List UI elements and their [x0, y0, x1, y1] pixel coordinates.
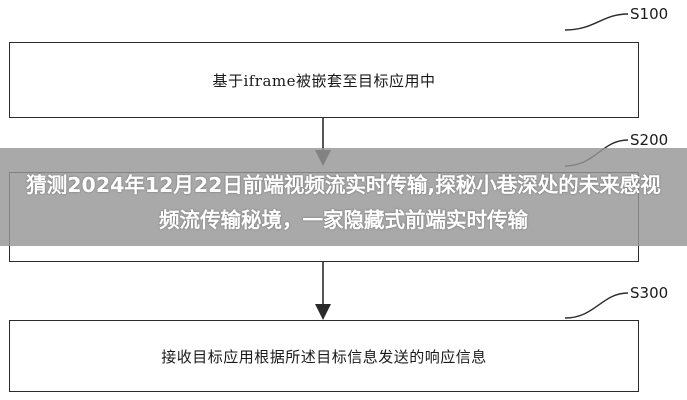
leader-line-s100 [564, 13, 629, 31]
step-text-s100: 基于iframe被嵌套至目标应用中 [212, 71, 436, 90]
overlay-title[interactable]: 猜测2024年12月22日前端视频流实时传输,探秘小巷深处的未来感视频流传输秘境… [26, 173, 661, 232]
step-box-s300: 接收目标应用根据所述目标信息发送的响应信息 [9, 320, 639, 392]
title-overlay-band [0, 148, 687, 246]
step-box-s100: 基于iframe被嵌套至目标应用中 [9, 42, 639, 118]
step-label-s200: S200 [630, 131, 669, 149]
leader-line-s300 [564, 292, 629, 319]
step-label-s100: S100 [630, 5, 669, 23]
step-label-s300: S300 [630, 284, 669, 302]
step-text-s300: 接收目标应用根据所述目标信息发送的响应信息 [161, 347, 487, 366]
